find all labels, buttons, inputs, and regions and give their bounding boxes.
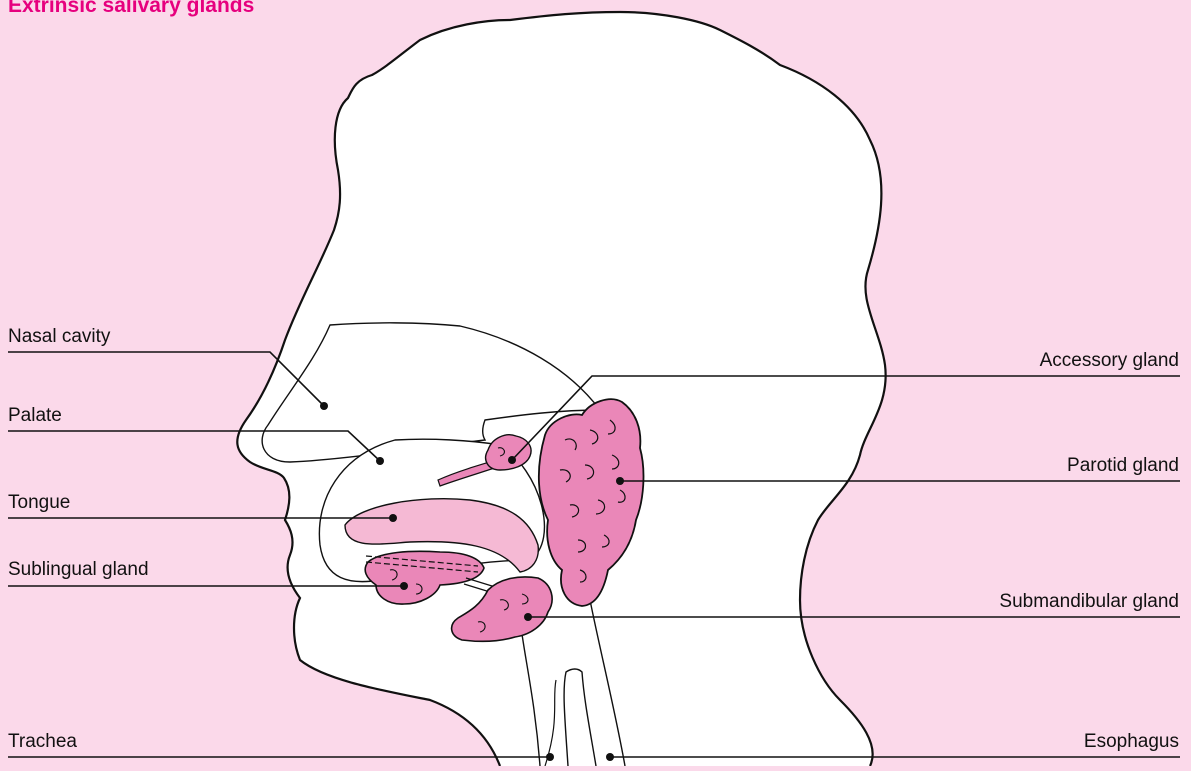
dot-palate [376,457,384,465]
label-accessory-gland: Accessory gland [1040,350,1179,372]
dot-trachea [546,753,554,761]
dot-esophagus [606,753,614,761]
label-nasal-cavity: Nasal cavity [8,326,110,348]
label-esophagus: Esophagus [1084,731,1179,753]
diagram-title: Extrinsic salivary glands [8,0,254,18]
label-tongue: Tongue [8,492,70,514]
dot-submandibular [524,613,532,621]
label-sublingual-gland: Sublingual gland [8,559,149,581]
label-parotid-gland: Parotid gland [1067,455,1179,477]
label-submandibular-gland: Submandibular gland [999,591,1179,613]
label-trachea: Trachea [8,731,77,753]
dot-parotid [616,477,624,485]
dot-tongue [389,514,397,522]
label-palate: Palate [8,405,62,427]
dot-nasal-cavity [320,402,328,410]
dot-accessory [508,456,516,464]
dot-sublingual [400,582,408,590]
